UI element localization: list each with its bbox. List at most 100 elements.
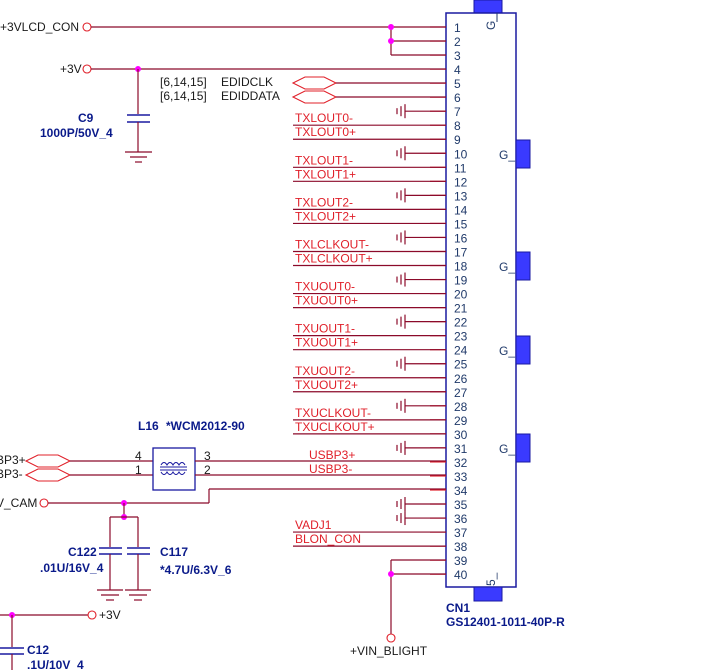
net-label: TXLOUT0+ xyxy=(295,125,356,139)
usb-in-plus: BP3+ xyxy=(0,453,26,467)
ground-icon xyxy=(396,188,446,203)
power-port-cam xyxy=(39,498,49,508)
ground-icon xyxy=(396,511,446,526)
signal-net[interactable]: TXUOUT0- xyxy=(293,280,446,295)
power-port-3v-bottom xyxy=(87,610,97,620)
signal-net[interactable]: USBP3- xyxy=(309,462,352,476)
usb-choke-l16[interactable]: BP3+ BP3- 4 1 3 2 L16 *WCM2012-90 xyxy=(0,419,446,491)
connector-cn1[interactable]: G_ G_ G_ G_ G_ 5_ 1234567891011121314151… xyxy=(430,0,565,629)
power-label-3v: +3V xyxy=(60,62,82,76)
pin-number: 12 xyxy=(454,175,468,189)
net-3vlcd[interactable]: +3VLCD_CON xyxy=(0,20,446,56)
signal-net[interactable]: TXUOUT1+ xyxy=(293,336,446,351)
usb-in-minus: BP3- xyxy=(0,467,23,481)
pin-number: 19 xyxy=(454,274,468,288)
signal-net[interactable]: TXLOUT1+ xyxy=(293,167,446,182)
pin-number: 8 xyxy=(454,119,461,133)
signal-net[interactable]: TXLOUT2+ xyxy=(293,209,446,225)
net-label: TXLOUT2- xyxy=(295,195,353,209)
net-label: USBP3+ xyxy=(309,448,355,462)
pin-number: 31 xyxy=(454,442,468,456)
power-label-cam: V_CAM xyxy=(0,496,37,510)
pin-number: 10 xyxy=(454,147,468,161)
choke-pin: 4 xyxy=(135,449,142,463)
edidclk-label: EDIDCLK xyxy=(221,75,273,89)
cap-c117-value: *4.7U/6.3V_6 xyxy=(160,563,232,577)
net-label: TXUOUT0+ xyxy=(295,294,358,308)
net-label: TXLCLKOUT- xyxy=(295,237,369,251)
ground-symbol xyxy=(125,589,151,601)
pin-number: 38 xyxy=(454,540,468,554)
net-label: TXLOUT2+ xyxy=(295,209,356,223)
signal-net[interactable]: TXUCLKOUT+ xyxy=(293,420,446,435)
signal-net[interactable]: TXLCLKOUT- xyxy=(293,237,446,253)
cap-c9-value: 1000P/50V_4 xyxy=(40,126,113,140)
signal-net[interactable]: BLON_CON xyxy=(293,532,446,547)
net-label: TXUCLKOUT+ xyxy=(295,420,375,434)
ground-label: G_ xyxy=(499,442,515,456)
pin-number: 22 xyxy=(454,316,468,330)
net-label: TXUOUT1+ xyxy=(295,336,358,350)
signal-net[interactable]: TXLOUT2- xyxy=(293,195,446,210)
junction xyxy=(388,38,394,44)
net-vin-blight[interactable]: +VIN_BLIGHT xyxy=(350,559,446,658)
signal-net[interactable]: TXLOUT0+ xyxy=(293,125,446,140)
connector-ground-tab xyxy=(515,335,531,365)
connector-body xyxy=(445,12,517,588)
net-label: TXLOUT0- xyxy=(295,111,353,125)
ground-symbol xyxy=(125,151,152,163)
ground-symbol xyxy=(97,589,123,601)
signal-net[interactable]: VADJ1 xyxy=(293,518,446,533)
signal-net[interactable]: TXUOUT1- xyxy=(293,322,446,337)
cap-c122-ref: C122 xyxy=(68,545,97,559)
signal-net[interactable]: TXUOUT2- xyxy=(293,364,446,379)
pin-number: 25 xyxy=(454,358,468,372)
ground-icon xyxy=(396,440,446,455)
power-port-vin xyxy=(386,633,396,643)
net-cam[interactable]: V_CAM C122 .01U/16V_4 C117 *4.7U/6.3V_6 xyxy=(0,488,446,601)
pin-number: 7 xyxy=(454,105,461,119)
signal-net[interactable]: TXLCLKOUT+ xyxy=(293,252,446,267)
ediddata-ref: [6,14,15] xyxy=(160,89,207,103)
ground-icon xyxy=(396,272,446,287)
signal-net[interactable]: TXUOUT2+ xyxy=(293,378,446,393)
signal-net[interactable]: TXLOUT0- xyxy=(293,111,446,126)
net-edid[interactable]: [6,14,15] EDIDCLK [6,14,15] EDIDDATA xyxy=(160,75,446,104)
cap-c12-value: .1U/10V_4 xyxy=(27,658,84,670)
net-label: TXUCLKOUT- xyxy=(295,406,371,420)
signal-net[interactable]: TXUOUT0+ xyxy=(293,294,446,309)
ground-label: G_ xyxy=(499,148,515,162)
pin-number: 17 xyxy=(454,245,468,259)
choke-pin: 1 xyxy=(135,463,142,477)
signal-net[interactable]: USBP3+ xyxy=(309,448,355,462)
pin-number: 35 xyxy=(454,498,468,512)
pin-number: 28 xyxy=(454,400,468,414)
choke-ref: L16 xyxy=(138,419,159,433)
ground-label: G_ xyxy=(499,344,515,358)
signal-net[interactable]: TXLOUT1- xyxy=(293,153,446,168)
pin-number: 3 xyxy=(454,49,461,63)
ground-label: G_ xyxy=(499,260,515,274)
ground-icon xyxy=(396,314,446,329)
pin-number: 20 xyxy=(454,288,468,302)
net-3v[interactable]: +3V C9 1000P/50V_4 xyxy=(40,62,446,163)
signal-net[interactable]: TXUCLKOUT- xyxy=(293,406,446,421)
pin-number: 5 xyxy=(454,77,461,91)
power-label-3vlcd: +3VLCD_CON xyxy=(0,20,79,34)
pin-number: 29 xyxy=(454,414,468,428)
net-label: BLON_CON xyxy=(295,532,361,546)
connector-ground-tab xyxy=(515,251,531,281)
pin-number: 16 xyxy=(454,231,468,245)
pin-number: 11 xyxy=(454,161,467,175)
pin-number: 15 xyxy=(454,217,468,231)
pin-number: 24 xyxy=(454,344,468,358)
pin-number: 37 xyxy=(454,526,468,540)
pin-number: 26 xyxy=(454,372,468,386)
net-3v-bottom[interactable]: +3V C12 .1U/10V_4 xyxy=(0,608,121,670)
pin-number: 4 xyxy=(454,63,461,77)
net-label: TXUOUT1- xyxy=(295,322,355,336)
ground-label-bottom: 5_ xyxy=(484,572,498,586)
connector-part: GS12401-1011-40P-R xyxy=(446,615,565,629)
ground-icon xyxy=(396,497,446,512)
